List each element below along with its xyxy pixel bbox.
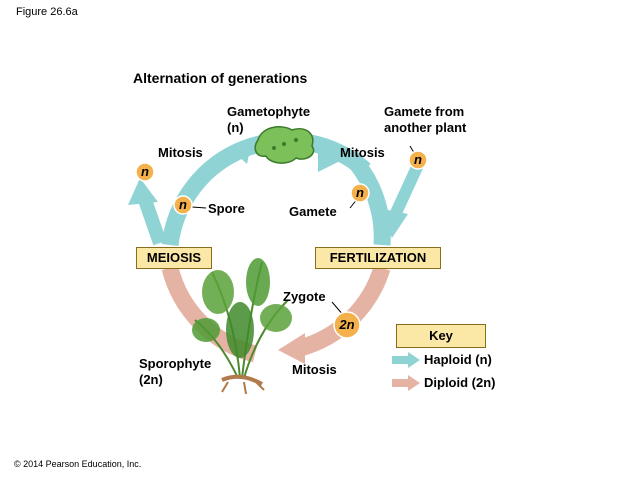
gametophyte-ploidy-label: (n) (227, 120, 244, 135)
key-diploid-arrowhead (408, 375, 420, 391)
cell-zygote-label: 2n (339, 317, 355, 332)
spore-label: Spore (208, 201, 245, 216)
key-title: Key (396, 324, 486, 348)
cell-zygote (333, 311, 361, 339)
sporophyte-label: Sporophyte (139, 356, 212, 371)
cell-n-spore (173, 195, 193, 215)
mitosis-bottom-label: Mitosis (292, 362, 337, 377)
gamete-label: Gamete (289, 204, 337, 219)
mitosis-left-label: Mitosis (158, 145, 203, 160)
diploid-arrowhead (278, 333, 305, 364)
meiosis-box: MEIOSIS (136, 247, 212, 269)
key-diploid-label: Diploid (2n) (424, 375, 496, 390)
cell-n-top-left (135, 162, 155, 182)
other-gamete-arrow (389, 162, 424, 218)
cell-n-spore-label: n (179, 197, 187, 212)
copyright: © 2014 Pearson Education, Inc. (14, 459, 142, 469)
haploid-arc-right (345, 152, 391, 246)
cell-n-other-label: n (414, 152, 422, 167)
other-gamete-arrowhead (378, 208, 408, 238)
diagram-title: Alternation of generations (133, 70, 308, 86)
meiosis-to-spore-arrow (138, 197, 167, 246)
key-haploid-arrowhead (408, 352, 420, 368)
cell-n-top-left-label: n (141, 164, 149, 179)
spore-leader (191, 206, 207, 209)
meiosis-arrowhead (128, 178, 158, 205)
haploid-arrowhead-top (318, 140, 346, 172)
key-haploid-label: Haploid (n) (424, 352, 492, 367)
mitosis-right-label: Mitosis (340, 145, 385, 160)
haploid-arrowhead-left (232, 140, 252, 164)
cell-n-gamete (350, 183, 370, 203)
gametophyte-label: Gametophyte (227, 104, 311, 119)
fern-sporophyte-icon (192, 258, 292, 395)
figure-label: Figure 26.6a (16, 6, 78, 18)
gamete-from-label: Gamete from (384, 104, 465, 119)
sporophyte-ploidy-label: (2n) (139, 372, 163, 387)
gametophyte-plant-icon (254, 126, 315, 164)
cell-n-gamete-label: n (356, 185, 364, 200)
fertilization-box: FERTILIZATION (315, 247, 441, 269)
zygote-label: Zygote (283, 289, 326, 304)
cell-n-other (408, 150, 428, 170)
another-plant-label: another plant (384, 120, 467, 135)
